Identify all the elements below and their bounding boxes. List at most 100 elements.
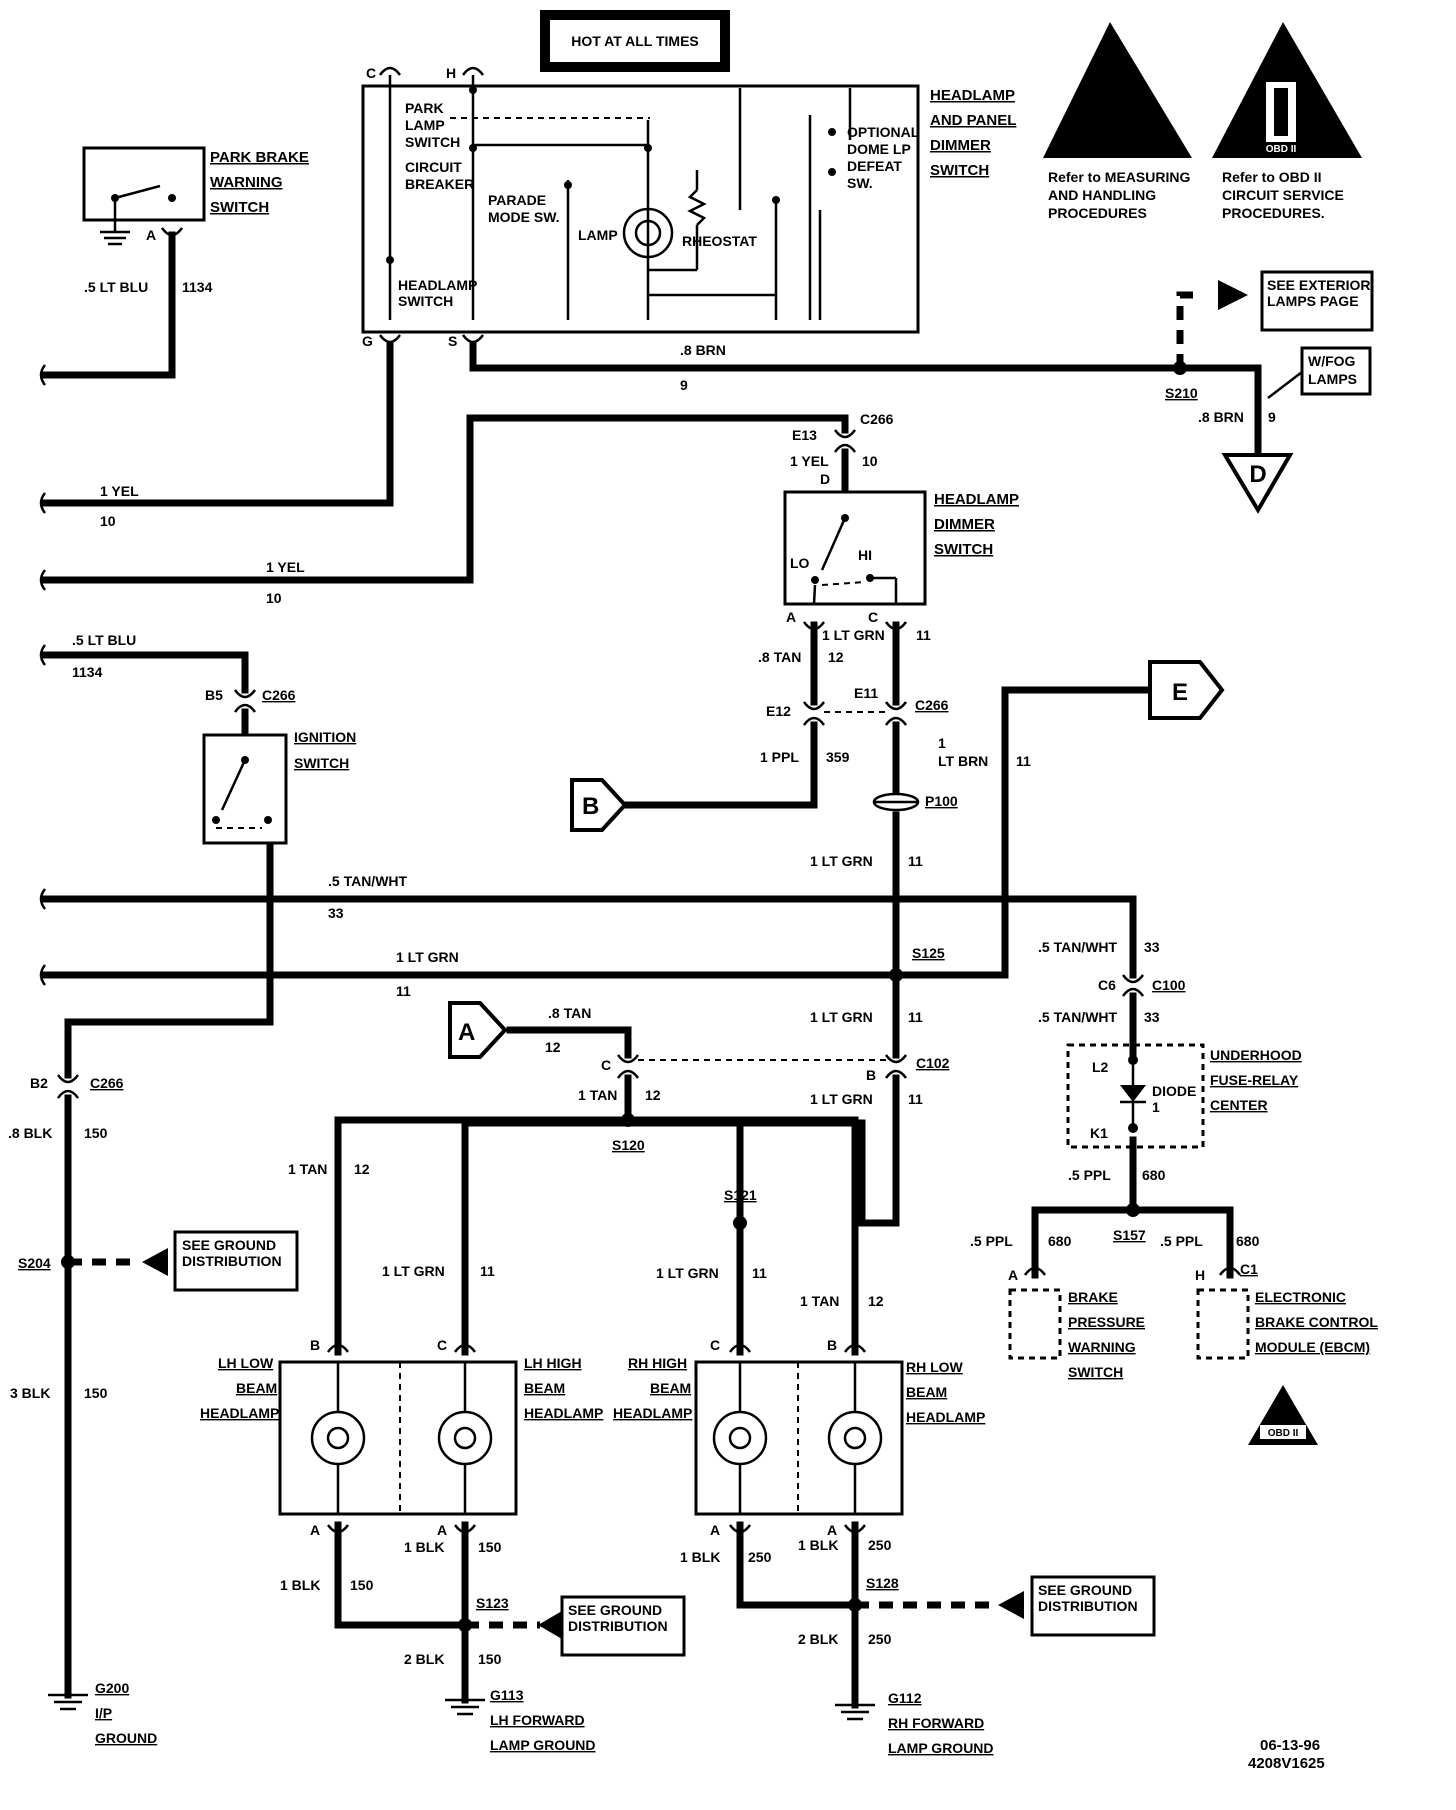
svg-text:BEAM: BEAM	[650, 1380, 691, 1396]
svg-text:33: 33	[1144, 1009, 1160, 1025]
svg-text:A: A	[710, 1522, 720, 1538]
svg-text:33: 33	[1144, 939, 1160, 955]
svg-text:C266: C266	[860, 411, 894, 427]
splice-s120	[621, 1113, 635, 1127]
svg-text:SW.: SW.	[847, 175, 873, 191]
svg-text:B5: B5	[205, 687, 223, 703]
svg-text:SWITCH: SWITCH	[294, 755, 349, 771]
svg-text:.5 TAN/WHT: .5 TAN/WHT	[1038, 939, 1118, 955]
svg-text:LAMP GROUND: LAMP GROUND	[888, 1740, 994, 1756]
svg-text:C: C	[710, 1337, 720, 1353]
svg-text:MODE SW.: MODE SW.	[488, 209, 560, 225]
svg-text:DIODE: DIODE	[1152, 1083, 1196, 1099]
svg-text:C: C	[868, 609, 878, 625]
footer: 06-13-96 4208V1625	[1248, 1737, 1325, 1772]
offpage-a: A	[448, 1001, 508, 1059]
svg-text:11: 11	[480, 1263, 495, 1279]
svg-text:10: 10	[100, 513, 116, 529]
electronic-brake-control-module: ELECTRONIC BRAKE CONTROL MODULE (EBCM)	[1196, 1288, 1378, 1360]
svg-text:S: S	[448, 333, 457, 349]
svg-text:1 TAN: 1 TAN	[578, 1087, 617, 1103]
svg-text:S120: S120	[612, 1137, 645, 1153]
svg-text:150: 150	[478, 1651, 502, 1667]
svg-text:A: A	[310, 1522, 320, 1538]
svg-text:LH FORWARD: LH FORWARD	[490, 1712, 585, 1728]
svg-text:B: B	[582, 793, 599, 820]
svg-text:1 LT GRN: 1 LT GRN	[810, 853, 873, 869]
ground-g200: G200 I/P GROUND	[48, 1680, 157, 1746]
svg-text:S204: S204	[18, 1255, 51, 1271]
svg-text:HI: HI	[858, 547, 872, 563]
svg-text:1 BLK: 1 BLK	[680, 1549, 720, 1565]
offpage-b: B	[570, 778, 628, 832]
svg-text:11: 11	[908, 853, 923, 869]
svg-text:PARADE: PARADE	[488, 192, 546, 208]
svg-text:1 LT GRN: 1 LT GRN	[810, 1091, 873, 1107]
svg-text:G200: G200	[95, 1680, 129, 1696]
svg-text:H: H	[1195, 1267, 1205, 1283]
svg-text:S123: S123	[476, 1595, 509, 1611]
svg-text:SEE EXTERIOR: SEE EXTERIOR	[1267, 277, 1370, 293]
svg-text:LAMP: LAMP	[578, 227, 618, 243]
splice-s123	[458, 1618, 472, 1632]
svg-text:1 TAN: 1 TAN	[800, 1293, 839, 1309]
svg-text:C: C	[366, 65, 376, 81]
svg-text:1 LT GRN: 1 LT GRN	[382, 1263, 445, 1279]
svg-text:4208V1625: 4208V1625	[1248, 1755, 1325, 1772]
svg-text:1134: 1134	[72, 664, 103, 680]
ignition-switch: IGNITION SWITCH	[202, 729, 356, 845]
svg-text:2 BLK: 2 BLK	[798, 1631, 838, 1647]
svg-text:OBD II: OBD II	[1266, 144, 1297, 155]
svg-text:DIMMER: DIMMER	[934, 516, 995, 533]
svg-text:PARK BRAKE: PARK BRAKE	[210, 149, 309, 166]
svg-text:OBD II: OBD II	[1268, 1428, 1299, 1439]
svg-text:BRAKE CONTROL: BRAKE CONTROL	[1255, 1314, 1378, 1330]
svg-text:C: C	[601, 1057, 611, 1073]
svg-text:CIRCUIT SERVICE: CIRCUIT SERVICE	[1222, 187, 1344, 203]
svg-text:AND PANEL: AND PANEL	[930, 112, 1016, 129]
svg-text:SWITCH: SWITCH	[930, 162, 989, 179]
see-exterior-lamps-page: SEE EXTERIOR LAMPS PAGE	[1218, 270, 1374, 332]
splice-s210	[1173, 361, 1187, 375]
svg-text:250: 250	[748, 1549, 772, 1565]
svg-text:S210: S210	[1165, 385, 1198, 401]
svg-text:12: 12	[545, 1039, 561, 1055]
svg-text:S157: S157	[1113, 1227, 1146, 1243]
svg-text:A: A	[458, 1019, 475, 1046]
esd-warning: Refer to MEASURING AND HANDLING PROCEDUR…	[1043, 22, 1192, 221]
svg-text:.5 LT BLU: .5 LT BLU	[72, 632, 136, 648]
svg-text:.8 BRN: .8 BRN	[680, 342, 726, 358]
svg-text:LAMP GROUND: LAMP GROUND	[490, 1737, 596, 1753]
svg-text:680: 680	[1236, 1233, 1260, 1249]
svg-text:UNDERHOOD: UNDERHOOD	[1210, 1047, 1302, 1063]
svg-text:.5 PPL: .5 PPL	[1160, 1233, 1203, 1249]
w-fog-lamps-note: W/FOG LAMPS	[1267, 346, 1372, 399]
svg-text:DIMMER: DIMMER	[930, 137, 991, 154]
svg-text:Refer to OBD II: Refer to OBD II	[1222, 169, 1322, 185]
offpage-d: D	[1221, 453, 1294, 514]
wires	[41, 231, 1262, 1709]
svg-text:DOME LP: DOME LP	[847, 141, 911, 157]
svg-text:A: A	[437, 1522, 447, 1538]
svg-text:BEAM: BEAM	[524, 1380, 565, 1396]
svg-text:WARNING: WARNING	[210, 174, 283, 191]
svg-text:B: B	[310, 1337, 320, 1353]
wire-labels: .5 LT BLU 1134 .8 BRN 9 .8 BRN 9 1 YEL 1…	[8, 279, 1276, 1667]
connectors: C266 E13 D A C E12 E11 C266 P100 B5 C266…	[30, 66, 1258, 1538]
offpage-e: E	[1148, 660, 1225, 720]
svg-text:1 LT GRN: 1 LT GRN	[656, 1265, 719, 1281]
svg-text:C6: C6	[1098, 977, 1116, 993]
hot-at-all-times-label: HOT AT ALL TIMES	[540, 10, 730, 72]
svg-text:LAMP: LAMP	[405, 117, 445, 133]
svg-text:SEE GROUND: SEE GROUND	[1038, 1582, 1132, 1598]
svg-text:BEAM: BEAM	[906, 1384, 947, 1400]
svg-text:E: E	[1172, 679, 1188, 706]
svg-text:A: A	[1008, 1267, 1018, 1283]
svg-text:1 LT GRN: 1 LT GRN	[810, 1009, 873, 1025]
svg-text:1 BLK: 1 BLK	[798, 1537, 838, 1553]
svg-text:1 PPL: 1 PPL	[760, 749, 799, 765]
svg-text:E11: E11	[854, 685, 878, 701]
svg-text:DISTRIBUTION: DISTRIBUTION	[1038, 1598, 1138, 1614]
svg-text:BRAKE: BRAKE	[1068, 1289, 1118, 1305]
